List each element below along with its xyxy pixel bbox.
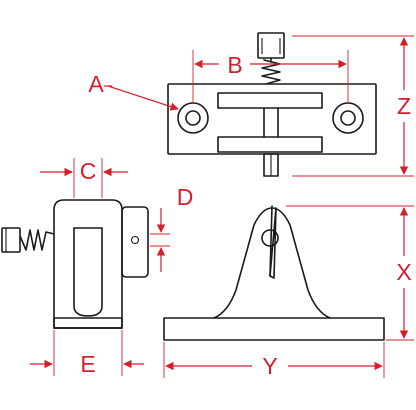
front-view: [163, 205, 385, 341]
top-view-upper-ear: [217, 92, 323, 109]
label-A: A: [88, 71, 104, 97]
dimension-D: D: [150, 184, 193, 272]
label-E: E: [80, 351, 95, 377]
top-view-left-mount-hole-outer: [177, 102, 209, 134]
side-view-base: [53, 317, 123, 329]
side-view: [1, 199, 149, 329]
dimensions: A B Z C: [30, 35, 414, 379]
dimension-E: E: [30, 330, 144, 377]
side-view-spring: [1, 227, 55, 253]
label-Z: Z: [397, 93, 411, 119]
label-B: B: [227, 52, 242, 78]
dimension-B: B: [192, 50, 349, 103]
dimension-Z: Z: [292, 35, 414, 177]
top-view-right-mount-hole-outer: [332, 102, 364, 134]
label-D: D: [177, 184, 194, 210]
label-Y: Y: [262, 353, 277, 379]
dimension-Y: Y: [163, 342, 385, 379]
dimension-A: A: [88, 71, 179, 111]
front-view-pivot-hole: [261, 229, 279, 247]
label-X: X: [396, 259, 411, 285]
dimension-X: X: [286, 205, 414, 341]
side-view-clevis-body: [53, 199, 123, 329]
side-view-pin-hole: [130, 235, 140, 245]
top-view-spring: [257, 32, 285, 85]
label-C: C: [80, 158, 97, 184]
side-view-pin-housing: [121, 206, 149, 278]
top-view-right-mount-hole: [340, 110, 356, 126]
top-view-lower-ear: [217, 136, 323, 153]
top-view-left-mount-hole: [185, 110, 201, 126]
front-view-base: [163, 317, 385, 341]
dimension-C: C: [40, 158, 128, 198]
side-view-clevis-slot: [73, 227, 103, 317]
top-view: [167, 32, 377, 177]
